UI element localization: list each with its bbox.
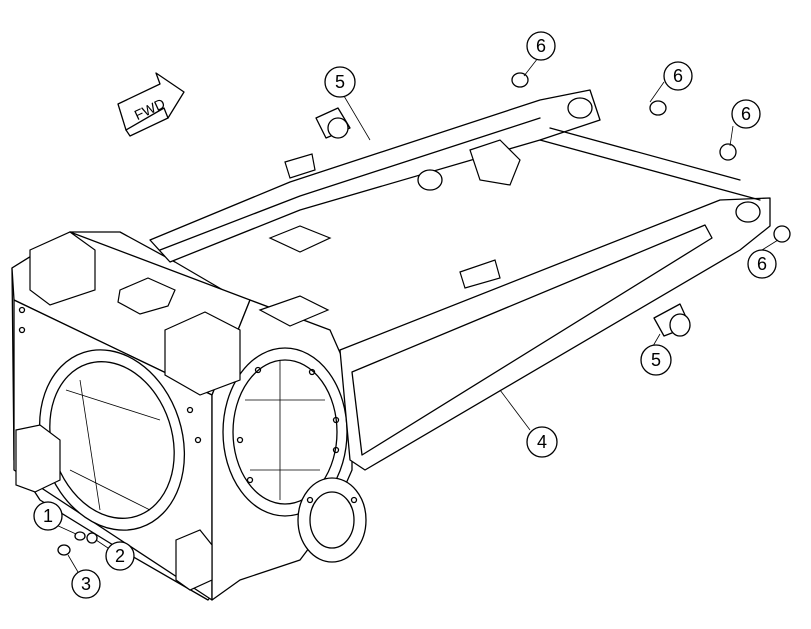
part-5-pin-upper [315, 107, 351, 139]
callout-5-lower: 5 [640, 344, 672, 376]
callout-5-upper-number: 5 [335, 72, 345, 92]
callout-2-number: 2 [115, 546, 125, 566]
part-2-fitting [86, 532, 98, 544]
part-6-bushing-b [649, 100, 667, 116]
callout-1-number: 1 [43, 506, 53, 526]
callout-5-upper: 5 [324, 66, 356, 98]
callout-6-c-number: 6 [741, 104, 751, 124]
callout-6-c: 6 [731, 99, 761, 129]
callout-4: 4 [526, 426, 558, 458]
main-frame [11, 89, 771, 601]
callout-4-number: 4 [537, 432, 547, 452]
callout-6-a-number: 6 [536, 36, 546, 56]
callout-6-d-number: 6 [757, 254, 767, 274]
callout-6-a: 6 [526, 31, 556, 61]
callout-6-b-number: 6 [673, 66, 683, 86]
callout-5-lower-number: 5 [651, 350, 661, 370]
callout-3-number: 3 [81, 574, 91, 594]
parts [57, 72, 791, 556]
callout-3: 3 [71, 569, 101, 599]
leader-lines [53, 57, 779, 573]
callout-6-d: 6 [747, 249, 777, 279]
callout-1: 1 [33, 501, 63, 531]
part-3-cap [57, 544, 71, 556]
part-5-pin-lower [653, 303, 691, 337]
forward-direction-arrow: FWD [117, 72, 185, 137]
part-6-bushing-d [773, 225, 791, 243]
callout-2: 2 [105, 541, 135, 571]
part-6-bushing-a [511, 72, 529, 88]
callout-6-b: 6 [663, 61, 693, 91]
part-6-bushing-c [719, 143, 737, 161]
part-1-washer [74, 531, 86, 541]
bolt-holes [18, 306, 358, 504]
